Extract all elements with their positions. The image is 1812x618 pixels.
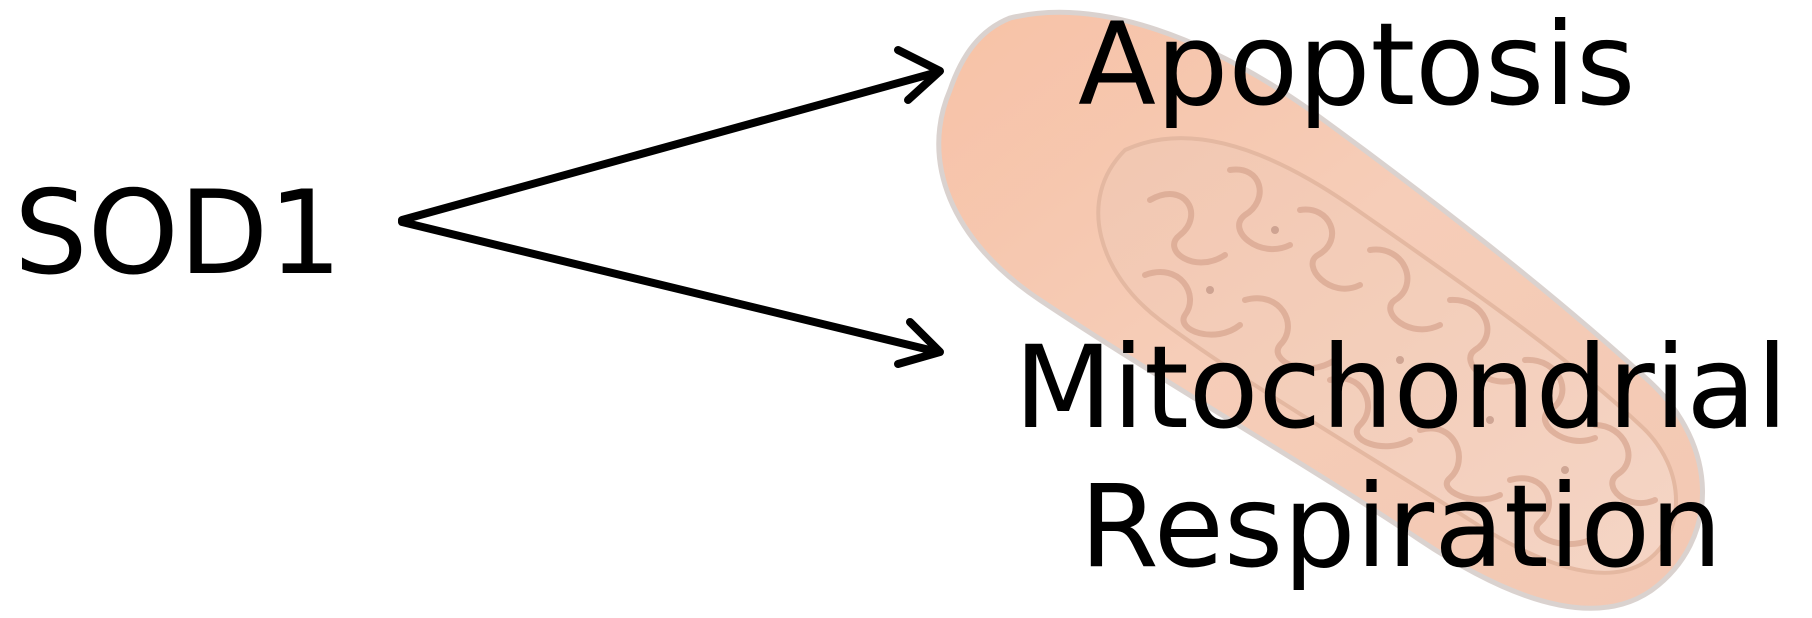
respiration-label-line-2: Respiration (990, 457, 1812, 596)
arrow-to-apoptosis (402, 50, 940, 220)
arrow-line (402, 72, 938, 220)
respiration-label-line-1: Mitochondrial (990, 318, 1812, 457)
source-node-label: SOD1 (14, 176, 342, 292)
mitochondrial-respiration-node-label: Mitochondrial Respiration (990, 318, 1812, 596)
apoptosis-node-label: Apoptosis (1078, 8, 1635, 122)
arrow-line (402, 222, 938, 352)
arrow-to-mitochondrial-respiration (402, 222, 940, 364)
